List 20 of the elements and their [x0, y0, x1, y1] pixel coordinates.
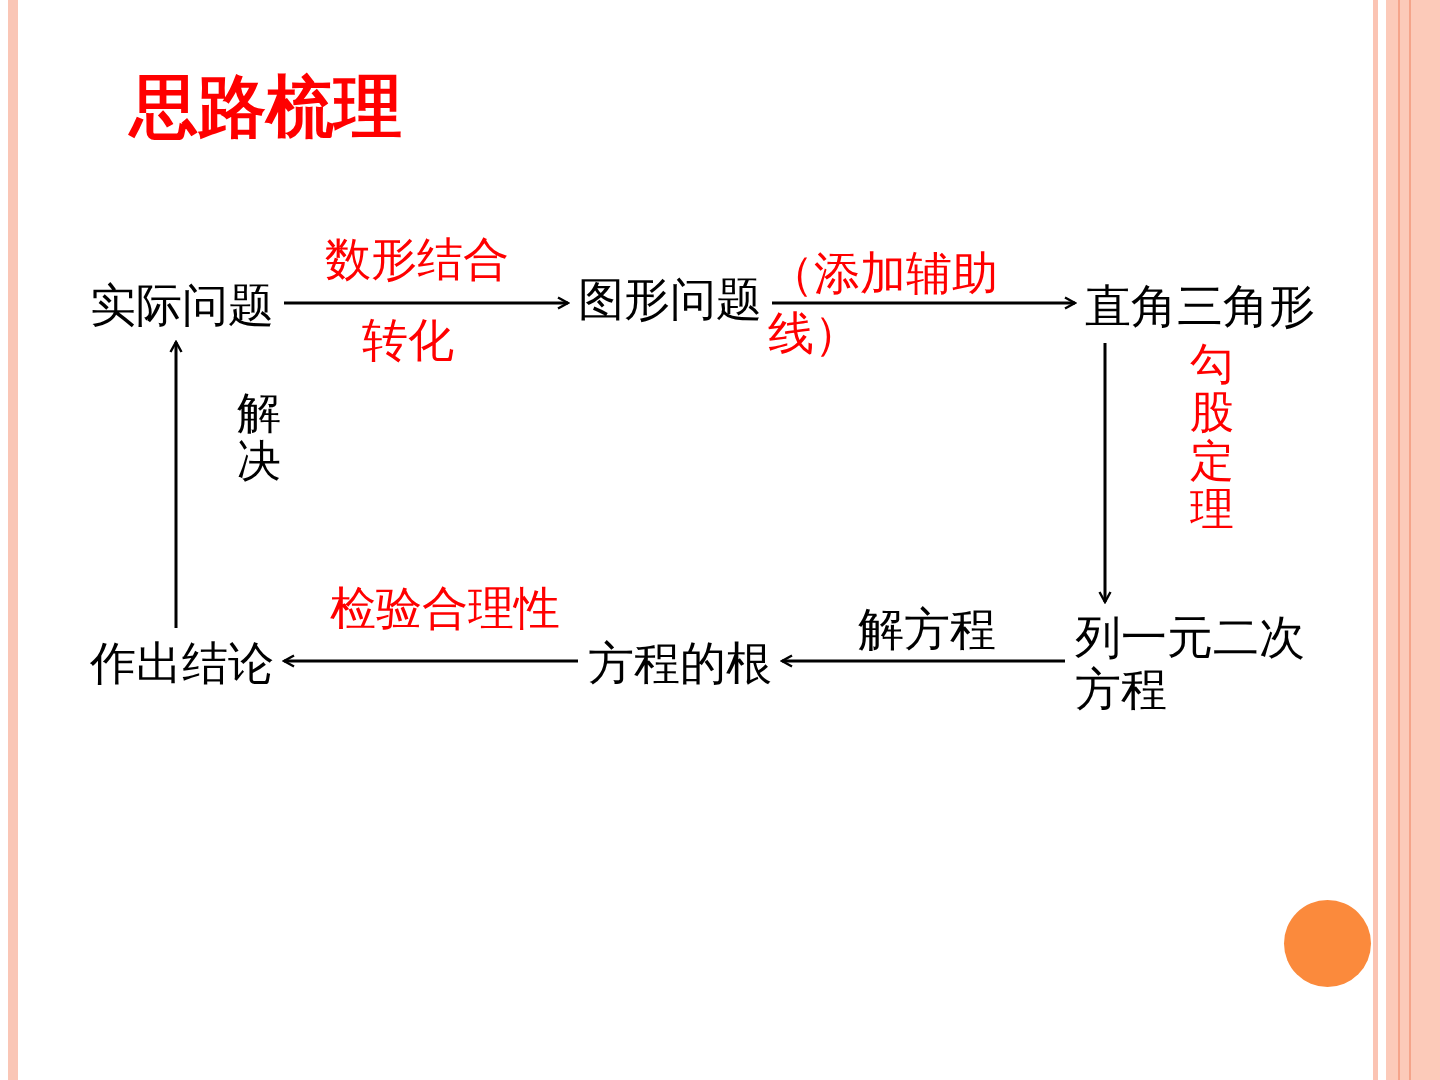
edge-label: 检验合理性 — [330, 582, 560, 634]
title: 思路梳理 — [130, 67, 402, 146]
edge-label: 解方程 — [858, 604, 996, 656]
node-label: 实际问题 — [90, 280, 274, 332]
edge-label: （添加辅助线） — [768, 246, 999, 361]
node-label: 图形问题 — [578, 274, 762, 326]
annotation-text: 转化 — [362, 314, 454, 366]
node-label: 方程的根 — [588, 638, 772, 690]
arrow — [282, 654, 578, 668]
edge-label: 数形结合 — [325, 233, 509, 285]
node-label: 直角三角形 — [1085, 281, 1315, 333]
node-label: 列一元二次方程 — [1075, 612, 1306, 716]
arrow — [780, 654, 1065, 668]
arrow — [284, 296, 570, 310]
arrow — [1098, 343, 1112, 604]
edge-label: 勾股定理 — [1190, 340, 1234, 534]
arrow — [169, 340, 183, 628]
arrow — [772, 296, 1077, 310]
node-label: 作出结论 — [90, 638, 274, 690]
edge-label: 解决 — [237, 390, 281, 487]
